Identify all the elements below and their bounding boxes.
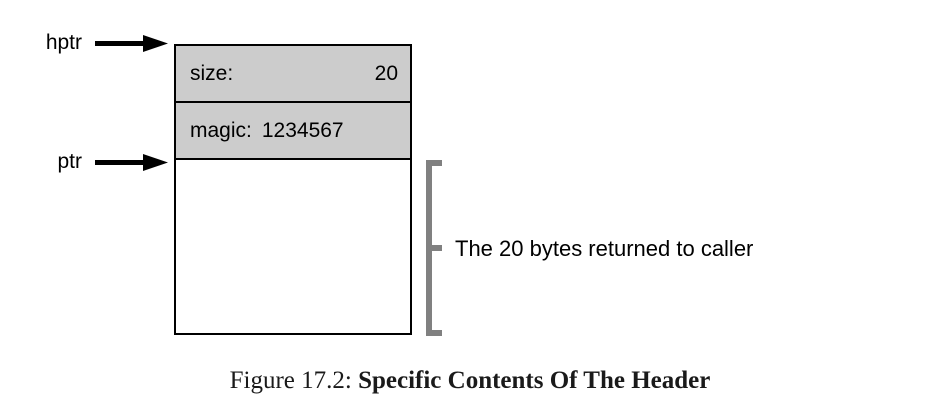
payload-area — [176, 160, 410, 333]
header-field-size-value: 20 — [374, 61, 398, 85]
header-field-size-key: size: — [190, 61, 234, 85]
arrow-right-icon — [95, 33, 169, 55]
payload-brace-label: The 20 bytes returned to caller — [455, 236, 754, 261]
pointer-label-hptr: hptr — [45, 31, 82, 54]
figure-caption-title: Specific Contents Of The Header — [358, 367, 711, 394]
figure-caption: Figure 17.2: Specific Contents Of The He… — [0, 366, 940, 396]
figure-caption-number: Figure 17.2: — [229, 367, 352, 394]
pointer-label-ptr: ptr — [57, 150, 82, 173]
header-field-magic: magic: 1234567 — [176, 103, 410, 160]
memory-block: size: 20 magic: 1234567 — [174, 44, 412, 335]
header-field-size: size: 20 — [176, 46, 410, 103]
arrow-right-icon — [95, 152, 169, 174]
header-field-magic-value: 1234567 — [261, 118, 344, 142]
header-field-magic-key: magic: — [190, 118, 252, 142]
payload-brace-icon — [420, 160, 442, 336]
